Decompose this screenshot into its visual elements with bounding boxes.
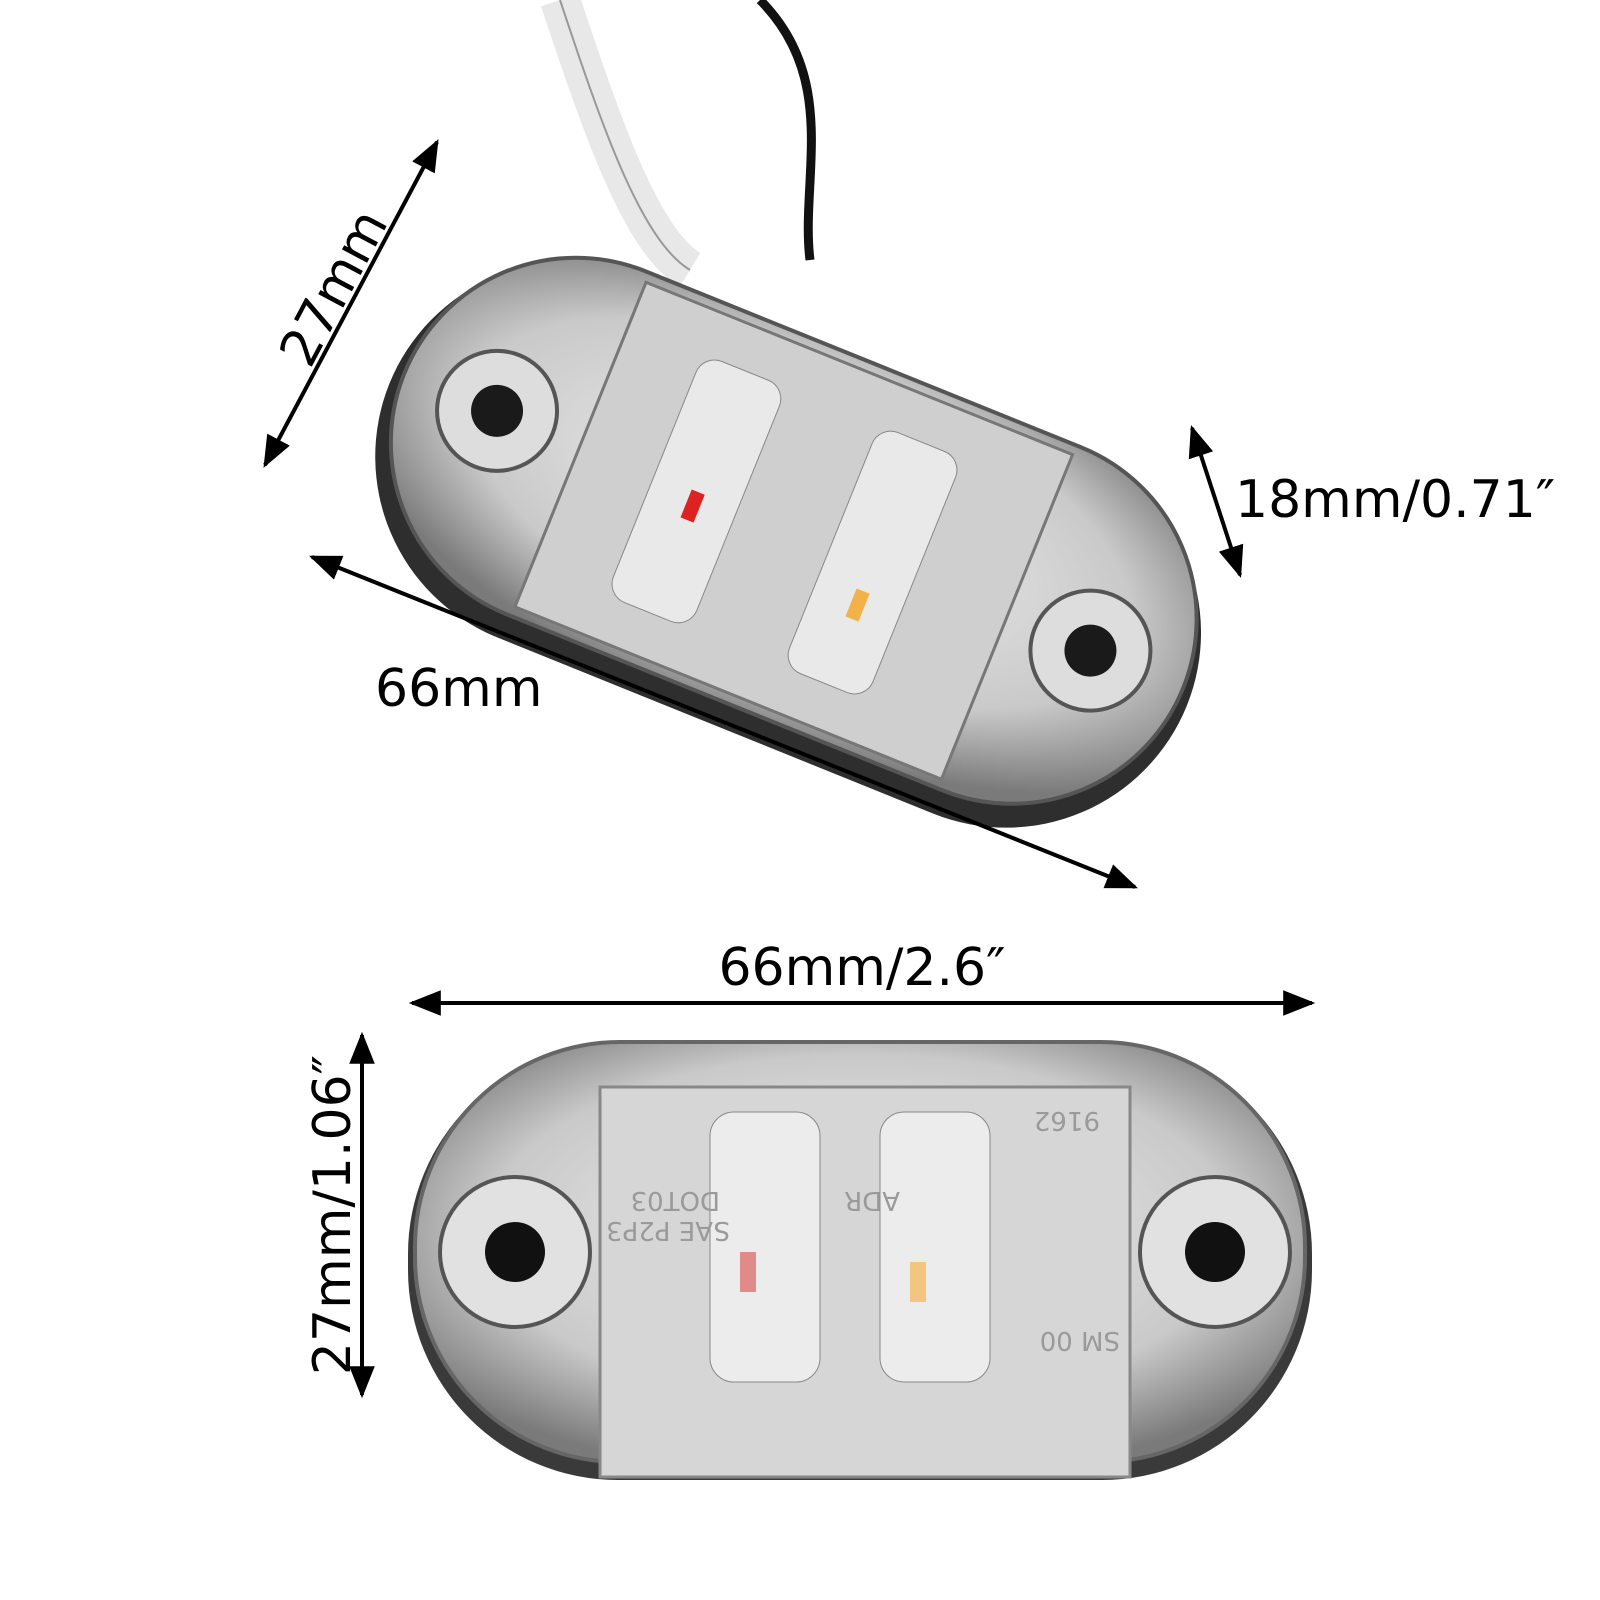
width-label-bottom: 27mm/1.06″ — [303, 1055, 363, 1375]
lens-marking-code: 9162 — [1034, 1105, 1100, 1135]
white-wire — [541, 0, 702, 288]
top-lamp-image — [375, 255, 1202, 828]
bottom-lamp-image: SAE P2P3 DOT03 ADR 9162 SM 00 — [408, 1040, 1312, 1480]
lens-marking-sm: SM 00 — [1040, 1325, 1120, 1355]
width-label-top: 27mm — [269, 200, 401, 376]
lens-marking-sae: SAE P2P3 — [606, 1215, 730, 1245]
lens-marking-dot: DOT03 — [631, 1185, 720, 1215]
height-label: 18mm/0.71″ — [1235, 470, 1555, 530]
width-arrow-top — [263, 139, 439, 468]
length-arrow-top — [309, 555, 1138, 889]
lens-marking-adr: ADR — [844, 1185, 900, 1215]
height-arrow — [1188, 424, 1244, 579]
length-label-bottom: 66mm/2.6″ — [718, 938, 1005, 998]
length-label-top: 66mm — [375, 659, 542, 719]
black-wire — [756, 0, 816, 261]
